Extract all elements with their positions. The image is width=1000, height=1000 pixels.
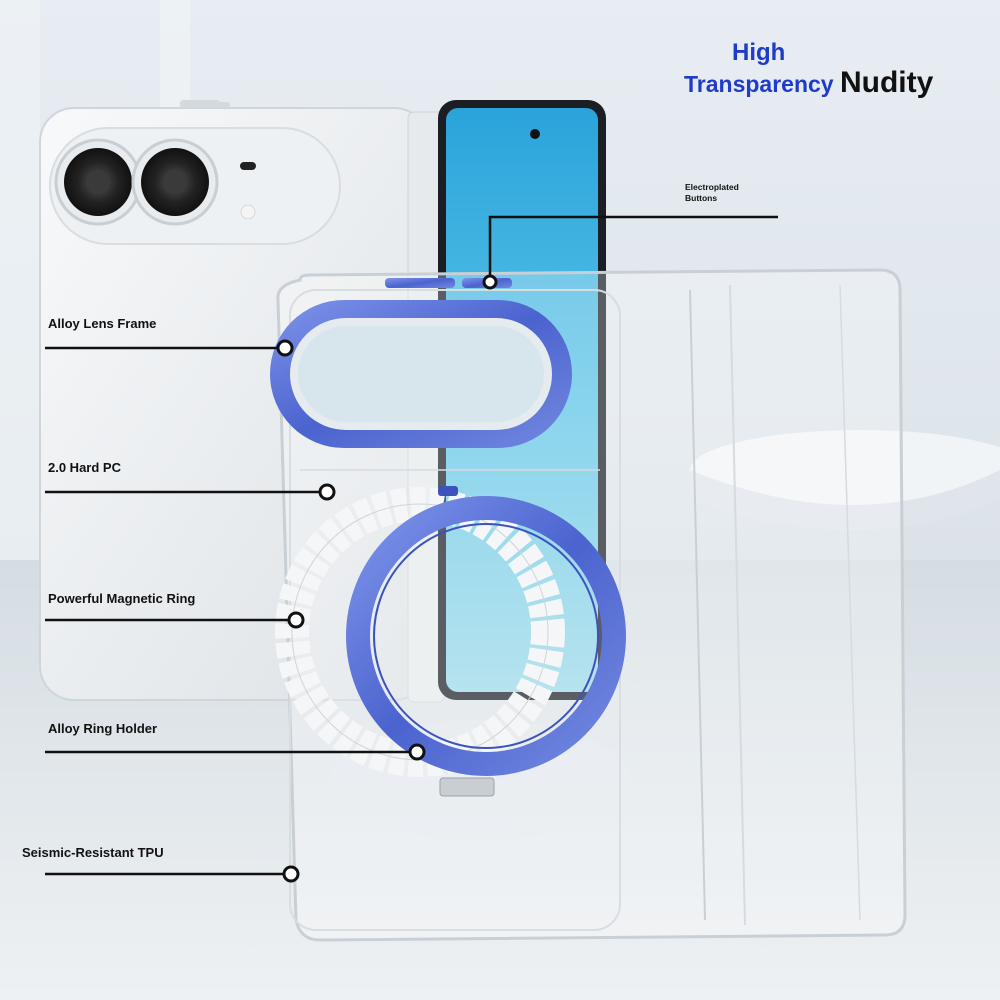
label-tpu: Seismic-Resistant TPU (22, 845, 164, 860)
alloy-ring-holder (346, 486, 626, 797)
label-magnetic-ring: Powerful Magnetic Ring (48, 591, 196, 606)
label-electroplated-buttons: Electroplated Buttons (685, 182, 739, 203)
label-ring-holder: Alloy Ring Holder (48, 721, 158, 736)
magnetic-ring-illustration (275, 487, 565, 777)
headline-line2: Transparency Nudity (684, 66, 984, 99)
callout-dots (276, 274, 498, 883)
alloy-lens-frame (270, 300, 572, 448)
headline: High Transparency Nudity (684, 39, 984, 99)
callout-lines (45, 215, 778, 876)
label-hard-pc: 2.0 Hard PC (48, 460, 121, 475)
headline-nudity: Nudity (839, 66, 934, 100)
headline-line1: High (732, 39, 786, 66)
label-alloy-lens-frame: Alloy Lens Frame (48, 316, 157, 331)
headline-transparency: Transparency (684, 71, 834, 98)
